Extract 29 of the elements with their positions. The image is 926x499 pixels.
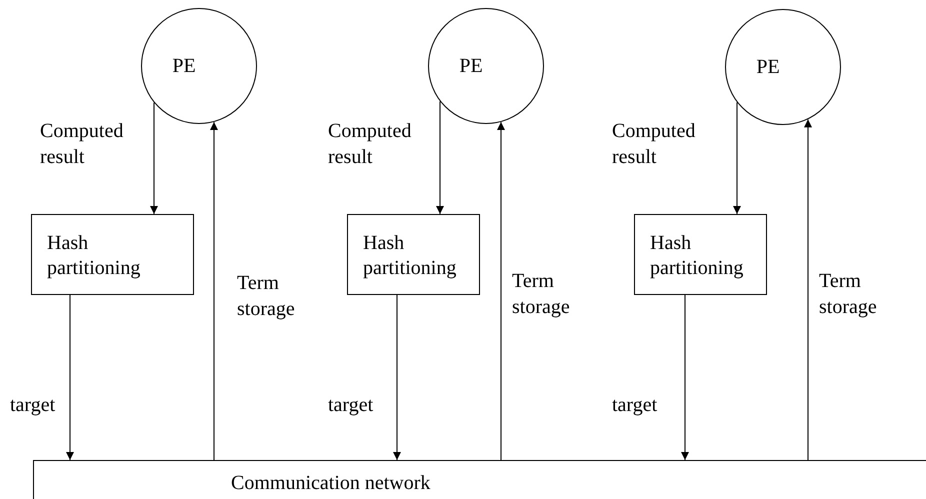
- process-box: [33, 460, 926, 499]
- arrow: [681, 294, 689, 460]
- node-label: PE: [172, 54, 196, 78]
- arrow: [66, 294, 74, 460]
- node-label: Hash partitioning: [363, 231, 458, 281]
- arrow: [210, 122, 218, 460]
- node-label: Communication network: [231, 471, 430, 496]
- arrow: [150, 102, 158, 214]
- process-box: [634, 214, 767, 295]
- edge-label: Computed result: [612, 119, 696, 170]
- edge-label: Term storage: [237, 271, 296, 322]
- edge-label: Computed result: [40, 119, 124, 170]
- arrow: [497, 122, 505, 460]
- arrow: [436, 100, 444, 214]
- edge-label: target: [612, 393, 658, 418]
- arrow: [733, 102, 741, 214]
- edge-label: Computed result: [328, 119, 412, 170]
- edge-label: target: [10, 393, 56, 418]
- node-label: Hash partitioning: [650, 231, 744, 281]
- edge-label: Term storage: [512, 269, 571, 320]
- node-label: Hash partitioning: [47, 231, 142, 281]
- edge-label: Term storage: [819, 269, 878, 320]
- node-label: PE: [756, 54, 780, 80]
- process-box: [31, 214, 194, 295]
- edge-label: target: [328, 393, 374, 418]
- arrow: [804, 118, 812, 460]
- process-box: [347, 214, 480, 295]
- node-label: PE: [459, 54, 483, 78]
- arrow: [393, 294, 401, 460]
